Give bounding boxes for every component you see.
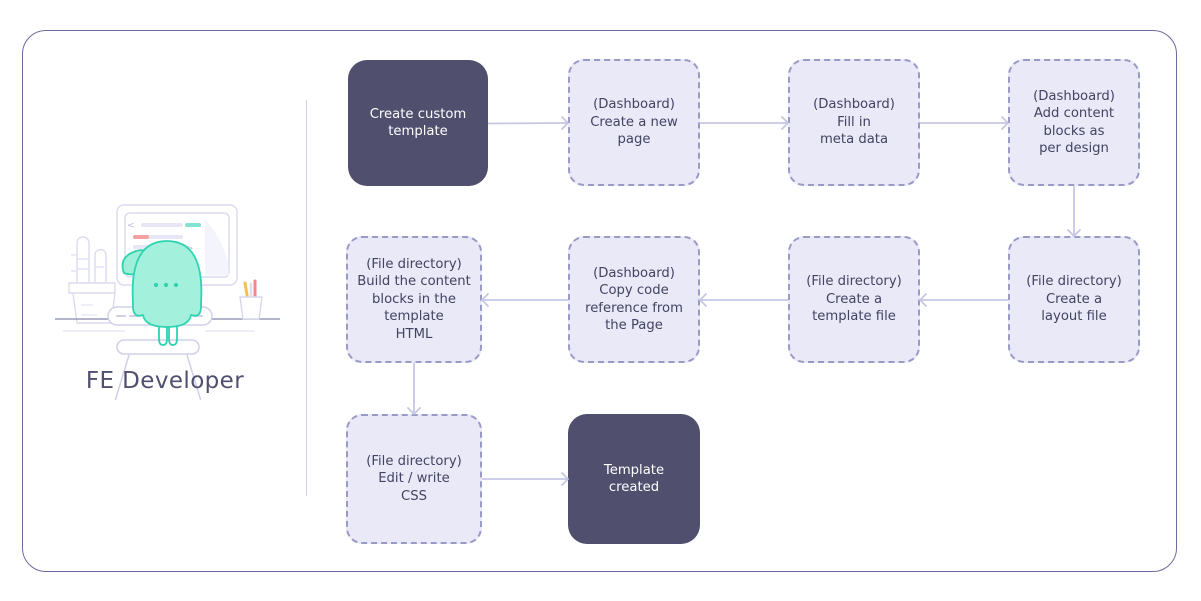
flow-node-n7[interactable]: (Dashboard) Copy code reference from the… bbox=[568, 236, 700, 363]
flow-arrow-n7-to-n8 bbox=[472, 290, 578, 310]
illustration-label: FE Developer bbox=[85, 368, 245, 394]
svg-text:<: < bbox=[127, 221, 135, 231]
flow-arrow-n6-to-n7 bbox=[690, 290, 798, 310]
flow-node-label: (Dashboard) Copy code reference from the… bbox=[585, 265, 683, 334]
section-divider bbox=[306, 100, 308, 496]
flow-node-label: (File directory) Edit / write CSS bbox=[366, 453, 462, 504]
flow-arrow-n2-to-n3 bbox=[690, 113, 798, 133]
flow-arrow-n3-to-n4 bbox=[910, 113, 1018, 133]
flow-node-n4[interactable]: (Dashboard) Add content blocks as per de… bbox=[1008, 59, 1140, 186]
flow-arrow-n1-to-n2 bbox=[478, 113, 578, 134]
flow-arrow-n5-to-n6 bbox=[910, 290, 1018, 310]
flow-node-n10[interactable]: Template created bbox=[568, 414, 700, 544]
flow-node-n3[interactable]: (Dashboard) Fill in meta data bbox=[788, 59, 920, 186]
fe-developer-illustration: < /> bbox=[55, 185, 280, 400]
flow-node-n9[interactable]: (File directory) Edit / write CSS bbox=[346, 414, 482, 544]
flow-node-n6[interactable]: (File directory) Create a template file bbox=[788, 236, 920, 363]
flow-arrow-n8-to-n9 bbox=[404, 353, 424, 424]
flow-node-n5[interactable]: (File directory) Create a layout file bbox=[1008, 236, 1140, 363]
flow-node-label: (Dashboard) Fill in meta data bbox=[813, 97, 895, 148]
flow-node-n8[interactable]: (File directory) Build the content block… bbox=[346, 236, 482, 363]
flow-arrow-n9-to-n10 bbox=[472, 469, 578, 489]
flow-node-n2[interactable]: (Dashboard) Create a new page bbox=[568, 59, 700, 186]
flow-node-label: Template created bbox=[603, 462, 665, 496]
flow-arrow-n4-to-n5 bbox=[1064, 176, 1084, 246]
flow-node-label: Create custom template bbox=[369, 106, 467, 140]
flow-node-label: (Dashboard) Create a new page bbox=[590, 97, 678, 148]
flow-node-label: (File directory) Build the content block… bbox=[357, 256, 471, 342]
flow-node-label: (Dashboard) Add content blocks as per de… bbox=[1033, 88, 1115, 157]
flow-node-label: (File directory) Create a layout file bbox=[1026, 274, 1122, 325]
flow-node-n1[interactable]: Create custom template bbox=[348, 60, 488, 186]
flow-node-label: (File directory) Create a template file bbox=[806, 274, 902, 325]
